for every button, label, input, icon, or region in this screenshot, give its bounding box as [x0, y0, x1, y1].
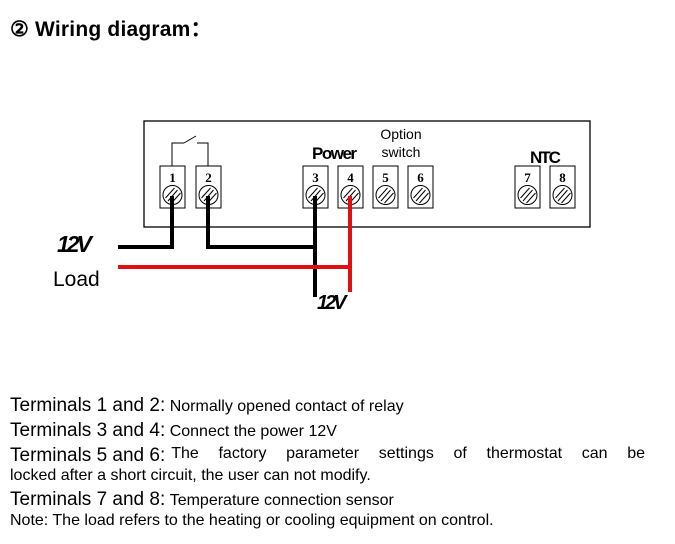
- terminal-number: 6: [417, 170, 424, 185]
- ntc-label: NTC: [530, 148, 561, 167]
- terminal-number: 1: [169, 170, 176, 185]
- description-label: Terminals 3 and 4:: [10, 420, 166, 441]
- option-label-line1: Option: [380, 126, 421, 142]
- option-label-line2: switch: [382, 144, 421, 160]
- terminal-number: 4: [347, 170, 354, 185]
- wire-12v-terminal-1: [118, 196, 174, 249]
- left-voltage-label: 12V: [57, 231, 94, 257]
- terminal-6: 6: [407, 165, 434, 209]
- description-terminals-5-6: Terminals 5 and 6: The factory parameter…: [10, 445, 645, 466]
- terminal-number: 2: [205, 170, 212, 185]
- power-label: Power: [312, 144, 357, 163]
- description-label: Terminals 1 and 2:: [10, 395, 166, 416]
- terminal-number: 7: [524, 170, 531, 185]
- note-text: Note: The load refers to the heating or …: [10, 512, 494, 529]
- bottom-voltage-label: 12V: [317, 292, 348, 314]
- wiring-diagram: Power Option switch NTC 1 2 3 4 5 6 7 8 12V Loa…: [53, 120, 591, 314]
- terminal-number: 3: [312, 170, 319, 185]
- wire-terminal-2: [206, 196, 315, 249]
- terminal-number: 8: [559, 170, 566, 185]
- description-terminals-3-4: Terminals 3 and 4: Connect the power 12V: [10, 421, 650, 440]
- red-wires: [118, 196, 352, 292]
- description-text: Normally opened contact of relay: [169, 398, 404, 415]
- terminal-number: 5: [382, 170, 389, 185]
- terminal-7: 7: [514, 165, 541, 209]
- description-text: Temperature connection sensor: [169, 492, 394, 509]
- description-label: Terminals 5 and 6:: [10, 445, 166, 466]
- section-title: ② Wiring diagram：: [10, 18, 212, 41]
- description-terminals-7-8: Terminals 7 and 8: Temperature connectio…: [10, 490, 650, 509]
- description-continuation: locked after a short circuit, the user c…: [10, 467, 371, 484]
- relay-switch-icon: [171, 135, 209, 166]
- description-text: Connect the power 12V: [169, 423, 337, 440]
- black-wires: [118, 196, 317, 297]
- description-text: The factory parameter settings of thermo…: [171, 445, 645, 462]
- description-label: Terminals 7 and 8:: [10, 489, 166, 510]
- terminal-8: 8: [549, 165, 576, 209]
- load-label: Load: [53, 268, 100, 291]
- description-terminals-1-2: Terminals 1 and 2: Normally opened conta…: [10, 396, 650, 415]
- terminal-1: 1: [159, 165, 186, 209]
- terminal-5: 5: [372, 165, 399, 209]
